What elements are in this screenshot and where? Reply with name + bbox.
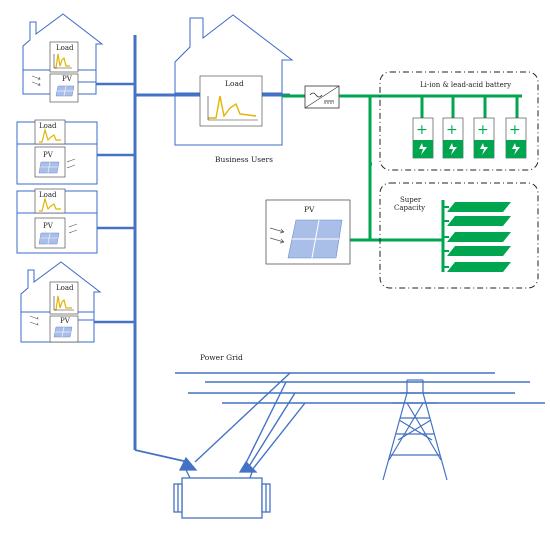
svg-text:+: + [416,122,428,138]
battery-icon: + [442,117,464,159]
load-curve-icon [39,196,61,212]
pv-panel-icon [38,232,60,245]
pv-panel-label: PV [304,205,315,214]
business-load-label: Load [225,79,244,88]
sunlight-arrow-icon [31,75,41,87]
battery-icon: + [473,117,495,159]
house-pv-label: PV [43,151,54,159]
power-grid-label: Power Grid [200,353,243,362]
pv-panel-icon [287,219,343,259]
supercapacitor-icon [447,202,511,272]
sunlight-arrow-icon [269,227,285,244]
battery-icon: + [412,117,434,159]
inverter-icon [304,85,340,109]
load-curve-icon [208,95,257,119]
sunlight-arrow-icon [29,315,39,326]
pv-array: PV [265,199,351,265]
transformer-icon [173,456,271,519]
house-load-label: Load [39,191,57,199]
house-pv-label: PV [60,317,71,325]
load-curve-icon [54,295,72,311]
load-curve-icon [54,53,70,69]
super-capacity-label-2: Capacity [394,204,425,212]
pv-panel-icon [55,85,75,97]
house-icon: Load PV [20,261,135,343]
house-icon: Load PV [16,119,135,185]
svg-text:+: + [446,122,458,138]
super-capacity-label-1: Super [400,196,422,204]
house-icon: Load PV [22,13,135,103]
load-curve-icon [39,127,61,143]
house-icon: Load PV [16,188,135,254]
transmission-tower-icon [382,379,448,481]
svg-text:+: + [509,122,521,138]
house-pv-label: PV [62,75,73,83]
battery-label: Li-ion & lead-acid battery [420,81,511,89]
battery-group: Li-ion & lead-acid battery + + + + [379,71,539,171]
business-building: Load Business Users [174,14,294,164]
sunlight-arrow-icon [66,158,76,169]
supercapacitor-group: Super Capacity [379,182,539,289]
sunlight-arrow-icon [68,223,78,234]
power-grid-lines [175,372,545,471]
svg-text:+: + [477,122,489,138]
house-load-label: Load [56,44,74,52]
pv-panel-icon [53,326,73,338]
battery-icon: + [505,117,527,159]
pv-panel-icon [38,161,60,174]
business-users-label: Business Users [215,155,273,164]
house-load-label: Load [56,284,74,292]
house-pv-label: PV [43,222,54,230]
house-load-label: Load [39,122,57,130]
